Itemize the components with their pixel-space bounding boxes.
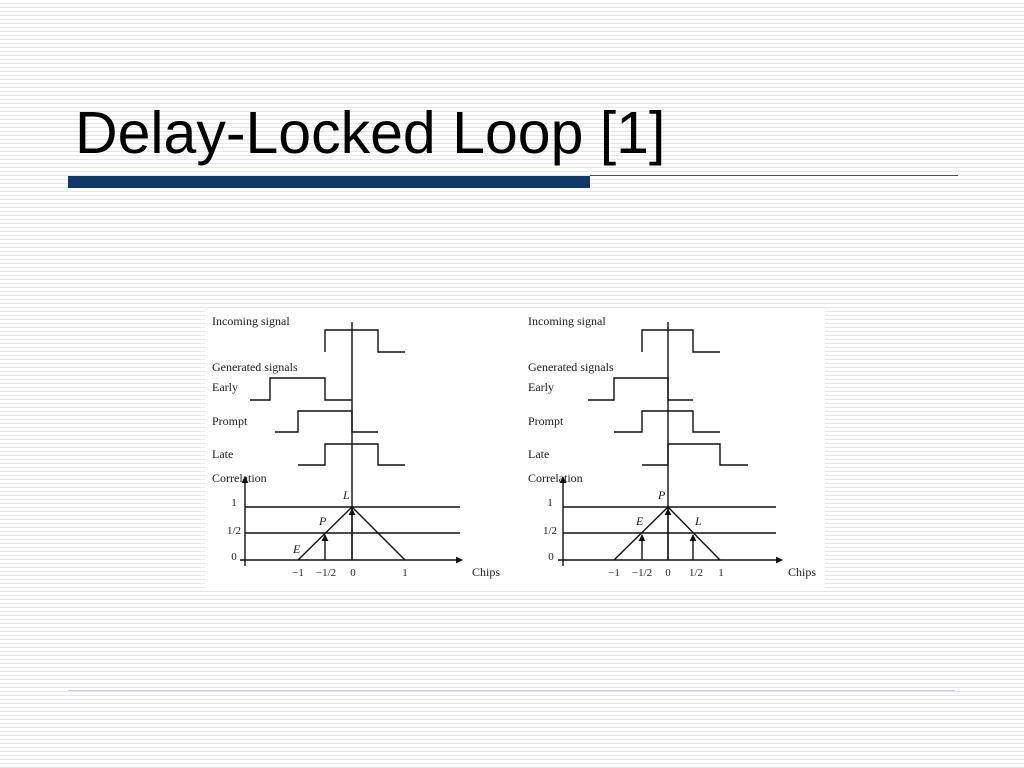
title-underline-rule: [590, 175, 958, 176]
title-underline-bar: [68, 176, 590, 188]
incoming-signal-label: Incoming signal: [212, 314, 290, 328]
y-tick-label: 1: [231, 497, 237, 509]
y-tick-label: 1/2: [543, 525, 557, 537]
footer-rule: [68, 690, 955, 691]
early-marker-label: E: [292, 542, 301, 556]
prompt-marker-label: P: [657, 488, 666, 502]
x-tick-label: −1: [608, 567, 620, 579]
incoming-signal-waveform: [324, 329, 405, 353]
slide-title: Delay-Locked Loop [1]: [75, 100, 666, 166]
prompt-waveform: [614, 410, 720, 433]
diagram-background: [205, 308, 825, 588]
generated-signals-label: Generated signals: [212, 360, 298, 374]
prompt-waveform: [275, 410, 378, 433]
y-tick-label: 0: [231, 551, 237, 563]
y-tick-label: 1: [547, 497, 553, 509]
prompt-label: Prompt: [212, 414, 248, 428]
early-label: Early: [528, 380, 554, 394]
late-label: Late: [528, 447, 549, 461]
correlation-triangle: [613, 506, 721, 561]
y-tick-label: 1/2: [227, 525, 241, 537]
early-waveform: [250, 377, 352, 401]
x-tick-label: 1/2: [689, 567, 703, 579]
x-axis-label: Chips: [788, 565, 816, 579]
early-waveform: [588, 377, 693, 401]
correlation-label: Correlation: [528, 471, 583, 485]
x-axis-label: Chips: [472, 565, 500, 579]
generated-signals-label: Generated signals: [528, 360, 614, 374]
x-tick-label: 0: [350, 567, 356, 579]
prompt-marker-label: P: [318, 514, 327, 528]
x-tick-label: 1: [718, 567, 724, 579]
late-marker-label: L: [342, 488, 350, 502]
x-tick-label: −1: [292, 567, 304, 579]
correlation-label: Correlation: [212, 471, 267, 485]
x-tick-label: 1: [402, 567, 408, 579]
correlation-triangle: [297, 506, 406, 561]
left-panel: Incoming signal Generated signals Early …: [212, 314, 500, 579]
x-tick-label: 0: [665, 567, 671, 579]
late-waveform: [298, 443, 405, 466]
early-label: Early: [212, 380, 238, 394]
prompt-label: Prompt: [528, 414, 564, 428]
incoming-signal-label: Incoming signal: [528, 314, 606, 328]
early-marker-label: E: [635, 514, 644, 528]
late-label: Late: [212, 447, 233, 461]
right-panel: Incoming signal Generated signals Early …: [528, 314, 816, 579]
late-waveform: [642, 443, 748, 466]
x-tick-label: −1/2: [632, 567, 652, 579]
x-tick-label: −1/2: [316, 567, 336, 579]
y-tick-label: 0: [548, 551, 554, 563]
late-marker-label: L: [694, 514, 702, 528]
incoming-signal-waveform: [641, 329, 720, 353]
